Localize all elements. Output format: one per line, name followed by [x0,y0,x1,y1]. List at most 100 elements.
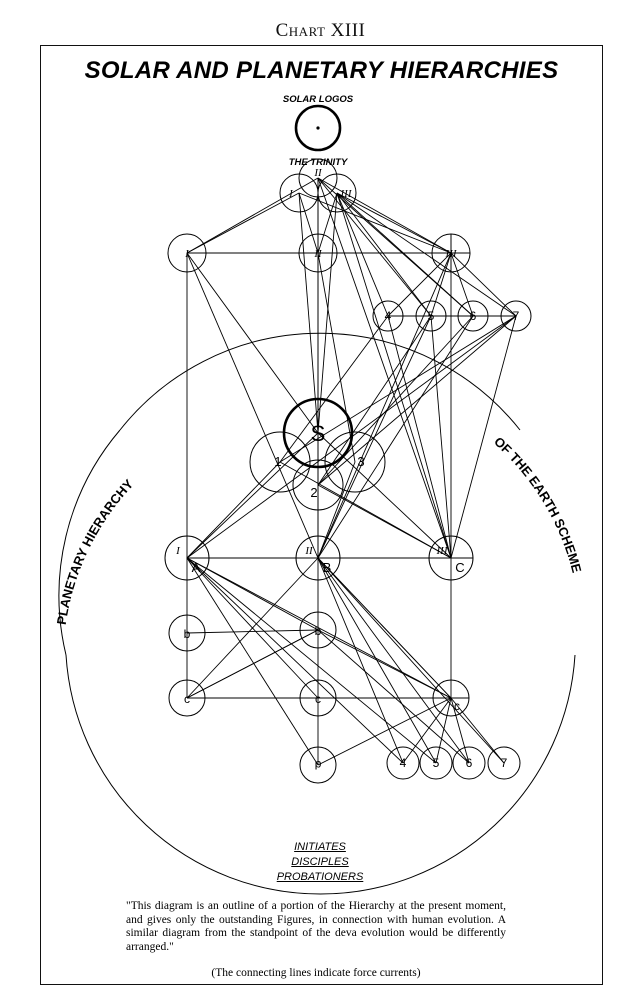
force-line-t1-S [298,192,319,434]
force-line-r7-b2 [317,315,517,486]
lesser-d-circle [299,746,337,784]
legend-disciples: DISCIPLES [291,856,349,868]
earth-ray-circle-6 [452,746,486,780]
earth-scheme-text: OF THE EARTH SCHEME [491,434,584,575]
force-line-bb2-e6 [317,629,470,764]
buddha-label-2: 2 [310,485,317,500]
solar-logos-dot [316,126,320,130]
earth-ray-circle-4 [386,746,420,780]
force-line-A-e5 [186,557,437,764]
solar-ray-label-4: 4 [385,309,392,323]
planetary-hierarchy-label: PLANETARY HIERARCHY [54,476,137,626]
department-circle-A [164,535,210,581]
force-line-s3-r6 [450,252,474,317]
force-line-S-A [186,432,319,559]
force-line-r6-b2 [317,315,474,486]
trinity-label-1: I [288,188,294,200]
force-line-B-c1 [186,557,319,699]
lesser-c-circle-1 [168,679,206,717]
planetary-hierarchy-arc [58,429,121,656]
force-line-t3-S [317,192,338,434]
force-line-c3-e6 [450,697,470,764]
lesser-c-label-3: c [454,699,460,713]
earth-scheme-label: OF THE EARTH SCHEME [491,434,584,575]
force-line-b3-B [317,461,356,559]
force-line-b1-C [279,461,452,559]
force-line-c3-e7 [450,697,505,764]
force-line-t3-s2 [317,192,338,254]
force-line-r6-B [317,315,474,559]
planetary-hierarchy-arc-upper [119,332,521,431]
solar-ray-circle-5 [415,300,447,332]
force-line-r5-b2 [317,315,432,486]
legend-probationers: PROBATIONERS [276,871,364,883]
department-numeral-3: III [436,545,449,557]
force-line-t3-C [336,192,452,559]
force-line-t2-s1 [186,177,319,254]
solar-ray-label-7: 7 [513,309,520,323]
department-numeral-2: II [304,545,314,557]
force-line-t1-s2 [298,192,319,254]
force-line-A-e4 [186,557,404,764]
legend: INITIATES DISCIPLES PROBATIONERS [220,840,420,885]
diagram-title: SOLAR AND PLANETARY HIERARCHIES [84,57,559,84]
force-line-t2-r6 [317,177,474,317]
force-line-r7-C [450,315,517,559]
buddha-label-3: 3 [357,454,364,469]
solar-aspect-label-1: I [184,248,190,260]
lesser-d-label: d [315,758,322,772]
force-line-B-e4 [317,557,404,764]
solar-ray-circle-6 [457,300,489,332]
force-line-c3-B [317,557,452,699]
caption-quote: "This diagram is an outline of a portion… [126,900,506,953]
force-line-r4-C [387,315,452,559]
force-line-t3-r7 [336,192,517,317]
force-line-t3-r5 [336,192,432,317]
trinity-label-3: III [340,188,353,200]
department-letter-B: B [323,560,332,575]
department-numeral-1: I [175,545,181,557]
department-circle-B [295,535,341,581]
sanat-circle [282,397,354,469]
diagram-frame [40,45,603,985]
earth-ray-circle-5 [419,746,453,780]
force-line-bb2-c3 [317,629,452,699]
force-line-r7-b1 [279,315,517,463]
solar-ray-label-6: 6 [470,309,477,323]
chart-number: Chart XIII [275,20,366,41]
force-current-lines [186,177,517,766]
force-line-c3-e5 [435,697,452,764]
caption-note: (The connecting lines indicate force cur… [211,967,421,979]
department-letter-C: C [455,560,464,575]
lesser-b-circle-1 [168,614,206,652]
solar-ray-label-5: 5 [428,309,435,323]
earth-ray-circle-7 [487,746,521,780]
force-line-c3-e4 [402,697,452,764]
force-line-t3-s3 [336,192,452,254]
planetary-hierarchy-text: PLANETARY HIERARCHY [54,476,137,626]
department-letter-A: A [192,560,201,575]
solar-aspect-circle-2 [298,233,338,273]
lesser-b-label-2: b [315,624,322,638]
solar-aspect-label-2: II [313,248,323,260]
legend-initiates: INITIATES [294,841,346,853]
force-line-bb1-bb2 [186,629,319,634]
force-line-s3-B [317,252,452,559]
force-line-b1-A [186,461,281,559]
solar-aspect-circle-1 [167,233,207,273]
buddha-circle-3 [324,431,386,493]
force-line-t3-r4 [336,192,389,317]
force-line-s1-B [186,252,319,559]
earth-ray-label-4: 4 [400,756,407,770]
lesser-c-circle-2 [299,679,337,717]
force-line-s1-S [186,252,319,434]
buddha-label-1: 1 [274,454,281,469]
lesser-b-circle-2 [299,611,337,649]
force-line-t1-s3 [298,192,452,254]
force-line-A-d [186,557,319,766]
force-line-c1-bb2 [186,629,319,699]
trinity-label: THE TRINITY [289,157,349,168]
force-line-A-c3 [186,557,452,699]
